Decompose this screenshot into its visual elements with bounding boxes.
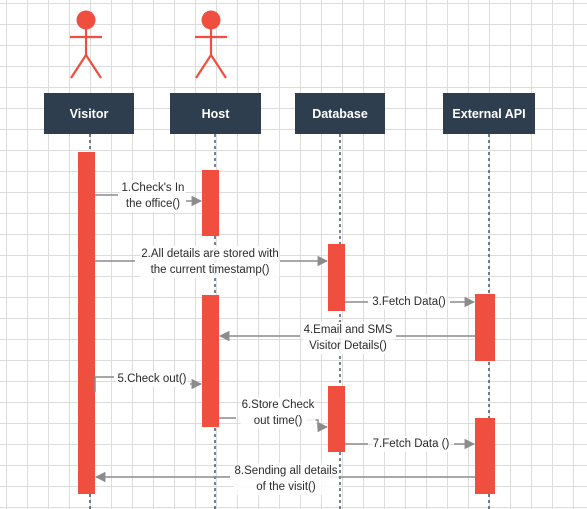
activation-host-2 xyxy=(202,295,219,427)
message-4-line1: 4.Email and SMS xyxy=(302,322,394,338)
message-label-1: 1.Check's In the office() xyxy=(120,180,186,212)
message-label-2: 2.All details are stored with the curren… xyxy=(140,246,280,278)
activation-external-api-2 xyxy=(475,418,495,494)
participant-external-api-label: External API xyxy=(452,106,526,121)
message-1-line2: the office() xyxy=(120,196,186,212)
participant-host-label: Host xyxy=(201,106,230,121)
arrow-m5 xyxy=(94,376,114,392)
message-label-3: 3.Fetch Data() xyxy=(371,294,447,310)
activation-host-1 xyxy=(202,170,219,236)
message-2-line2: the current timestamp() xyxy=(140,262,280,278)
message-label-6: 6.Store Check out time() xyxy=(240,397,316,429)
activation-bars xyxy=(78,152,495,494)
message-label-5: 5.Check out() xyxy=(116,371,188,387)
message-1-line1: 1.Check's In xyxy=(120,180,186,196)
message-5-line1: 5.Check out() xyxy=(116,371,188,387)
message-label-7: 7.Fetch Data () xyxy=(371,436,451,452)
activation-database-2 xyxy=(328,386,345,452)
activation-external-api-1 xyxy=(475,294,495,361)
participant-visitor-label: Visitor xyxy=(69,106,109,121)
participant-database: Database xyxy=(295,93,385,134)
activation-visitor xyxy=(78,152,95,494)
activation-database-1 xyxy=(328,244,345,311)
message-8-line2: of the visit() xyxy=(233,479,339,495)
participant-visitor: Visitor xyxy=(44,93,134,134)
message-4-line2: Visitor Details() xyxy=(302,338,394,354)
message-7-line1: 7.Fetch Data () xyxy=(371,436,451,452)
actor-visitor-icon xyxy=(70,10,102,79)
message-6-line2: out time() xyxy=(240,413,316,429)
message-arrows xyxy=(94,194,476,483)
message-label-8: 8.Sending all details of the visit() xyxy=(233,463,339,495)
actor-host-icon xyxy=(195,10,227,79)
message-6-line1: 6.Store Check xyxy=(240,397,316,413)
participant-external-api: External API xyxy=(443,93,535,134)
message-8-line1: 8.Sending all details xyxy=(233,463,339,479)
message-label-4: 4.Email and SMS Visitor Details() xyxy=(302,322,394,354)
participant-host: Host xyxy=(170,93,261,134)
message-2-line1: 2.All details are stored with xyxy=(140,246,280,262)
message-3-line1: 3.Fetch Data() xyxy=(371,294,447,310)
participant-database-label: Database xyxy=(312,106,368,121)
